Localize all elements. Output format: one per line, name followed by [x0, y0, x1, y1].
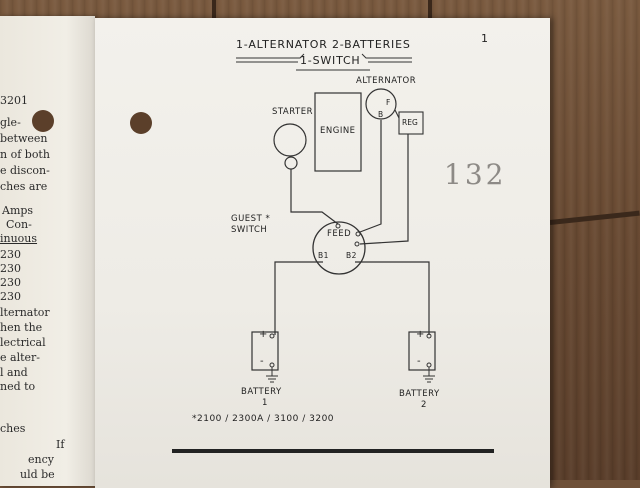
- left-text-line: n of both: [0, 148, 50, 161]
- guest-switch-label: GUEST *: [231, 214, 271, 224]
- feed-label: FEED: [327, 229, 352, 239]
- left-text-line: inuous: [0, 232, 38, 245]
- battery-1-box: [251, 331, 279, 371]
- plank-gap: [212, 0, 216, 22]
- left-text-line: ches are: [0, 180, 48, 193]
- b2-label: B2: [346, 251, 357, 260]
- handwritten-note: 132: [444, 158, 507, 191]
- diagram-subtitle: 1-SWITCH: [300, 54, 361, 67]
- battery-1-plus: +: [259, 329, 268, 340]
- left-text-line: hen the: [0, 321, 43, 334]
- starter-to-switch-wire: [290, 169, 339, 225]
- left-text-line: 230: [0, 262, 21, 275]
- starter-circle: [273, 123, 307, 157]
- left-text-line: gle-: [0, 116, 21, 129]
- diagram-page: [95, 18, 550, 488]
- left-text-line: 230: [0, 290, 21, 303]
- battery-2-ground: [423, 367, 435, 383]
- alternator-f-wire: [394, 109, 400, 119]
- starter-label: STARTER: [272, 107, 313, 117]
- b2-wire: [355, 261, 430, 335]
- left-text-line: ches: [0, 422, 26, 435]
- left-text-line: e discon-: [0, 164, 50, 177]
- page-number: 1: [481, 32, 489, 45]
- left-text-line: If: [56, 438, 65, 451]
- regulator-wire: [359, 134, 409, 245]
- battery-2-box: [408, 331, 436, 371]
- alternator-b-label: B: [378, 110, 384, 119]
- b1-label: B1: [318, 251, 329, 260]
- battery-switch: [312, 221, 366, 275]
- title-ornament: [236, 53, 412, 63]
- left-page: 3201 gle- between n of both e discon- ch…: [0, 16, 95, 486]
- left-text-line: 230: [0, 276, 21, 289]
- left-text-line: ency: [28, 453, 54, 466]
- left-text-line: lternator: [0, 306, 50, 319]
- engine-box: [314, 92, 362, 172]
- left-text-line: 3201: [0, 94, 28, 107]
- left-text-line: l and: [0, 366, 28, 379]
- left-text-line: Amps: [2, 204, 34, 217]
- diagram-title: 1-ALTERNATOR 2-BATTERIES: [236, 38, 411, 51]
- engine-label: ENGINE: [320, 126, 356, 136]
- alternator-circle: [365, 88, 397, 120]
- battery-2-number: 2: [421, 400, 427, 410]
- left-text-line: uld be: [20, 468, 55, 481]
- battery-1-label: BATTERY: [241, 387, 282, 397]
- left-text-line: between: [0, 132, 48, 145]
- plank-gap: [428, 0, 432, 22]
- b1-wire: [274, 261, 323, 335]
- left-text-line: e alter-: [0, 351, 40, 364]
- left-text-line: lectrical: [0, 336, 46, 349]
- starter-solenoid: [284, 156, 298, 170]
- battery-1-minus: -: [260, 356, 265, 367]
- guest-switch-label: SWITCH: [231, 225, 268, 235]
- battery-2-label: BATTERY: [399, 389, 440, 399]
- left-text-line: ned to: [0, 380, 36, 393]
- left-text-line: 230: [0, 248, 21, 261]
- model-footnote: *2100 / 2300A / 3100 / 3200: [192, 414, 335, 424]
- alternator-f-label: F: [386, 98, 391, 107]
- left-text-line: Con-: [6, 218, 32, 231]
- battery-1-number: 1: [262, 398, 268, 408]
- punch-hole: [32, 110, 54, 132]
- alternator-label: ALTERNATOR: [356, 76, 417, 86]
- regulator-box: [398, 111, 424, 135]
- punch-hole: [130, 112, 152, 134]
- battery-2-plus: +: [416, 329, 425, 340]
- battery-1-ground: [266, 367, 278, 383]
- regulator-label: REG: [402, 118, 418, 127]
- battery-2-minus: -: [417, 356, 422, 367]
- alternator-b-wire: [359, 120, 382, 233]
